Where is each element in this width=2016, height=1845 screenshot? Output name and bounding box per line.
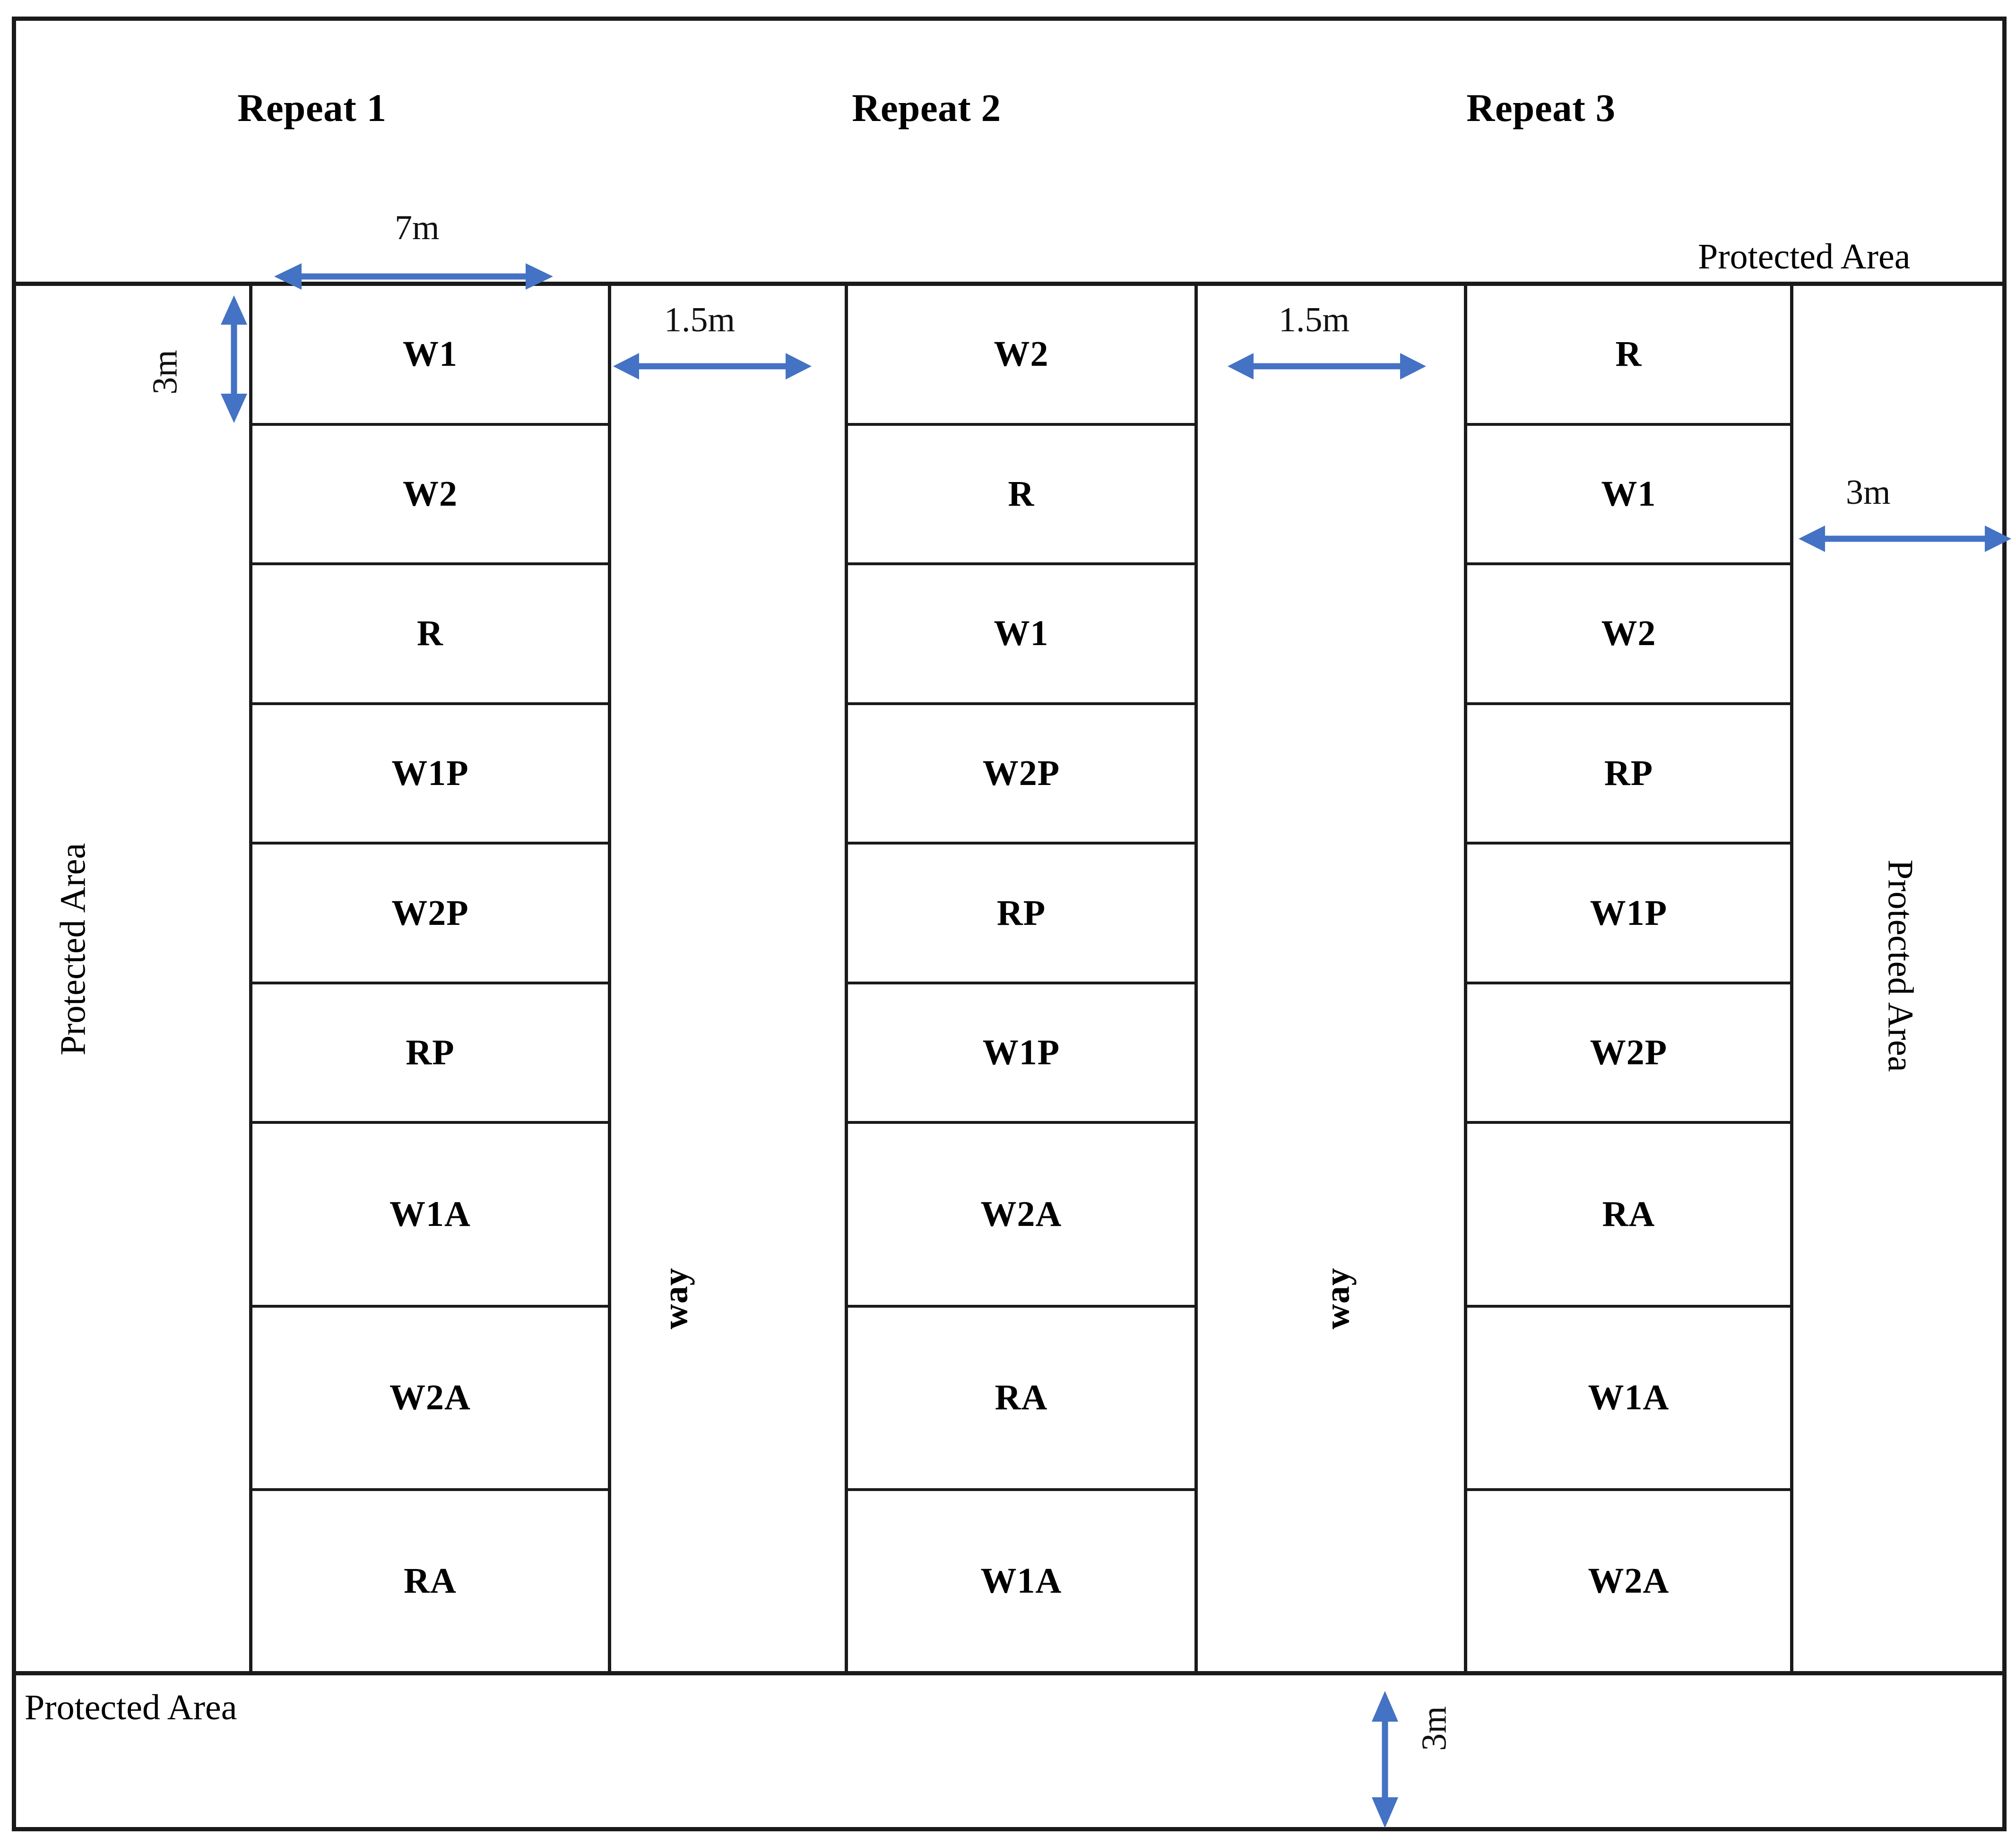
grid-line-2 [608,284,611,1673]
repeat-2-column: W2 R W1 W2P RP W1P W2A RA W1A [848,286,1194,1672]
plot-cell[interactable]: W2 [848,286,1194,426]
plot-cell[interactable]: RP [1467,705,1790,845]
protected-area-top-right: Protected Area [1698,237,1911,276]
plot-cell[interactable]: W2P [1467,984,1790,1124]
dimension-label-1p5m-a: 1.5m [664,301,735,339]
repeat-2-title: Repeat 2 [852,86,1001,129]
plot-cell[interactable]: RA [404,1561,457,1601]
repeat-1-title: Repeat 1 [237,86,387,129]
plot-cell[interactable]: W1P [252,705,608,845]
grid-line-4 [1194,284,1198,1673]
plot-cell[interactable]: W1 [848,565,1194,705]
outer-border [12,17,2007,1831]
plot-cell[interactable]: W1 [1467,426,1790,566]
plot-cell[interactable]: W1 [252,286,608,426]
plot-cell[interactable]: W1A [980,1561,1062,1601]
plot-cell[interactable]: W1A [252,1124,608,1308]
plot-cell[interactable]: R [1467,286,1790,426]
plot-cell[interactable]: W2 [252,426,608,566]
dimension-label-7m: 7m [395,208,440,247]
protected-area-right: Protected Area [1880,859,1921,1072]
repeat-1-column: W1 W2 R W1P W2P RP W1A W2A RA [252,286,608,1672]
grid-line-1 [249,284,252,1673]
bottom-band-divider [12,1671,2007,1675]
repeat-3-column: R W1 W2 RP W1P W2P RA W1A W2A [1467,286,1790,1672]
protected-area-left: Protected Area [53,843,93,1056]
protected-area-bottom-left: Protected Area [25,1688,237,1727]
repeat-3-title: Repeat 3 [1466,86,1616,129]
plot-cell[interactable]: RA [1467,1124,1790,1308]
plot-cell[interactable]: W2P [848,705,1194,845]
dimension-label-3m-height: 3m [146,350,185,395]
plot-cell[interactable]: RA [848,1308,1194,1491]
dimension-label-1p5m-b: 1.5m [1279,301,1350,339]
dimension-arrow-3m-right [1799,525,2011,553]
dimension-arrow-1p5m-a [613,352,812,380]
plot-cell[interactable]: W2A [252,1308,608,1491]
plot-cell[interactable]: W1P [848,984,1194,1124]
dimension-arrow-1p5m-b [1228,352,1426,380]
pathway-label-1: way [656,1267,695,1329]
plot-cell[interactable]: RP [848,845,1194,984]
plot-cell[interactable]: R [252,565,608,705]
plot-cell[interactable]: W1P [1467,845,1790,984]
grid-line-6 [1790,284,1793,1673]
dimension-arrow-3m-bottom [1371,1691,1399,1828]
pathway-label-2: way [1318,1267,1357,1329]
plot-cell[interactable]: W2 [1467,565,1790,705]
plot-cell[interactable]: W2A [1588,1561,1670,1601]
dimension-label-3m-bottom: 3m [1415,1706,1454,1751]
plot-cell[interactable]: W1A [1467,1308,1790,1491]
plot-cell[interactable]: R [848,426,1194,566]
dimension-arrow-7m [274,262,553,291]
dimension-label-3m-right: 3m [1846,473,1891,512]
grid-line-5 [1464,284,1467,1673]
plot-cell[interactable]: W2A [848,1124,1194,1308]
top-band-divider [12,282,2007,286]
grid-line-3 [845,284,848,1673]
plot-cell[interactable]: RP [252,984,608,1124]
plot-cell[interactable]: W2P [252,845,608,984]
dimension-arrow-3m-height [220,295,248,423]
